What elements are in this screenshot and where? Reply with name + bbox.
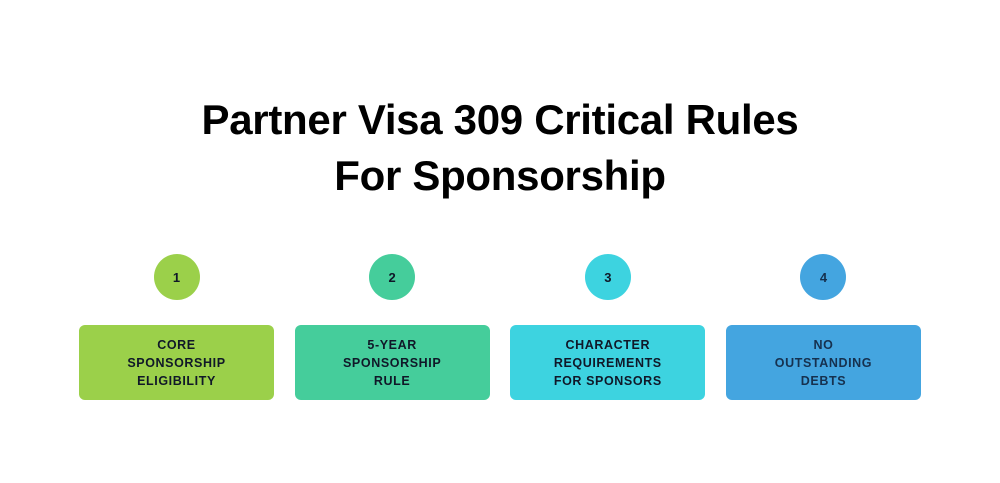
step-4-card[interactable]: NO OUTSTANDING DEBTS xyxy=(725,325,921,400)
page-title-line-1: Partner Visa 309 Critical Rules xyxy=(201,96,799,143)
step-1-label: CORE SPONSORSHIP ELIGIBILITY xyxy=(127,337,226,388)
step-2: 2 5-YEAR SPONSORSHIP RULE xyxy=(294,254,490,400)
step-3-label: CHARACTER REQUIREMENTS FOR SPONSORS xyxy=(553,337,662,388)
step-1-number: 1 xyxy=(172,269,181,285)
step-1: 1 CORE SPONSORSHIP ELIGIBILITY xyxy=(79,254,274,400)
steps-row: 1 CORE SPONSORSHIP ELIGIBILITY 2 5-YEAR … xyxy=(79,254,921,400)
page-title: Partner Visa 309 Critical Rules For Spon… xyxy=(0,92,1000,204)
step-2-label: 5-YEAR SPONSORSHIP RULE xyxy=(343,337,442,388)
step-4-number-badge: 4 xyxy=(800,254,847,300)
step-3-card[interactable]: CHARACTER REQUIREMENTS FOR SPONSORS xyxy=(510,325,706,400)
page-title-line-2: For Sponsorship xyxy=(334,152,666,199)
step-4-number: 4 xyxy=(819,269,828,285)
step-2-number-badge: 2 xyxy=(369,254,416,300)
step-3: 3 CHARACTER REQUIREMENTS FOR SPONSORS xyxy=(510,254,706,400)
step-4: 4 NO OUTSTANDING DEBTS xyxy=(725,254,921,400)
step-2-number: 2 xyxy=(388,269,396,285)
step-3-number-badge: 3 xyxy=(584,254,631,300)
step-1-card[interactable]: CORE SPONSORSHIP ELIGIBILITY xyxy=(79,325,274,400)
step-3-number: 3 xyxy=(604,269,612,285)
step-2-card[interactable]: 5-YEAR SPONSORSHIP RULE xyxy=(294,325,490,400)
step-1-number-badge: 1 xyxy=(153,254,200,300)
step-4-label: NO OUTSTANDING DEBTS xyxy=(774,337,873,388)
